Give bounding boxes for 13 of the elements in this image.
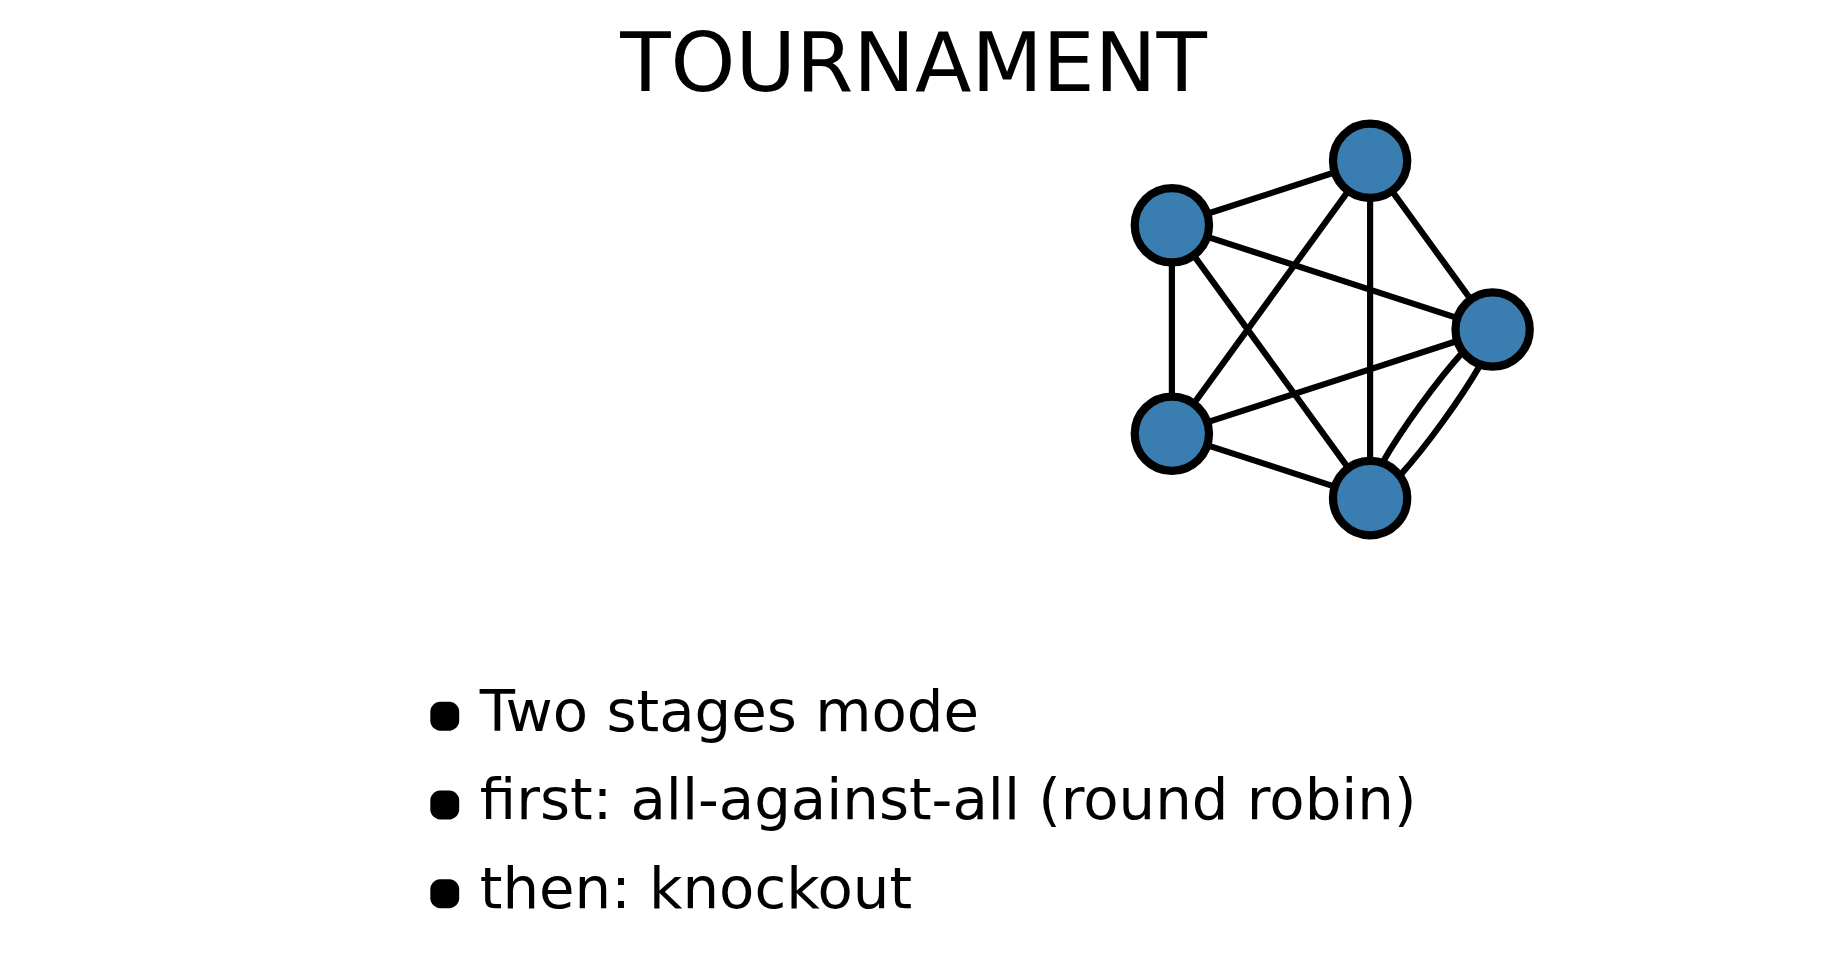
node-circle bbox=[1130, 392, 1213, 475]
node-circle bbox=[1450, 288, 1534, 371]
label: Two stages mode bbox=[479, 676, 979, 745]
connector bbox=[1379, 350, 1465, 464]
connector bbox=[1190, 253, 1351, 470]
connector bbox=[1366, 198, 1373, 461]
label: then: knockout bbox=[479, 853, 912, 922]
node-circle bbox=[1130, 184, 1213, 267]
label: first: all-against-all (round robin) bbox=[479, 765, 1416, 834]
node-circle bbox=[1328, 456, 1411, 540]
connector bbox=[1190, 189, 1351, 406]
node-circle bbox=[1328, 119, 1411, 203]
diagram-title: TOURNAMENT bbox=[619, 13, 1207, 110]
